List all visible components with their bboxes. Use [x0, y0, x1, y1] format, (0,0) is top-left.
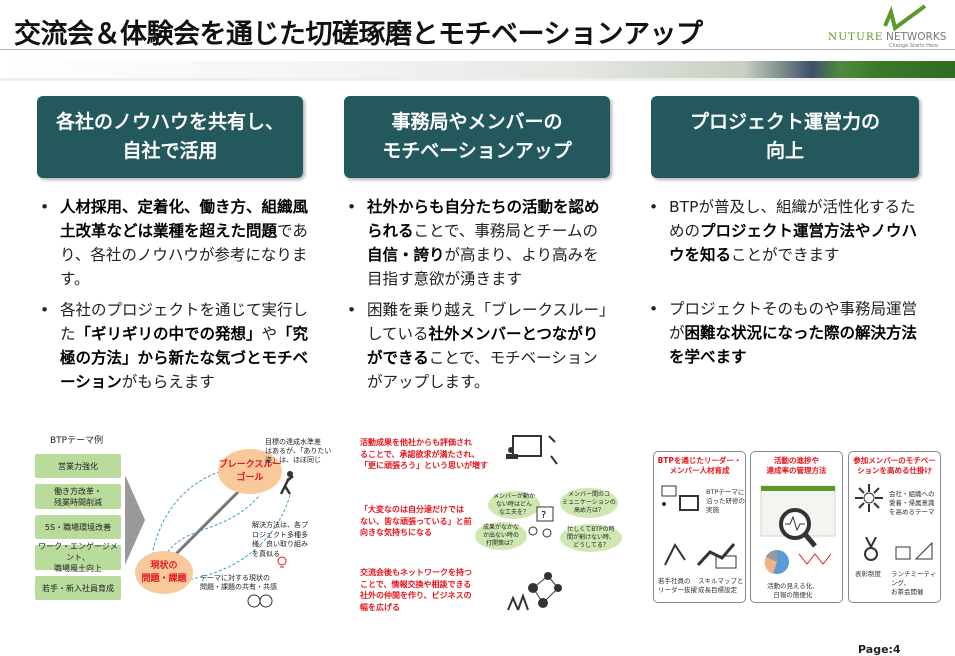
logo-name-right: NETWORKS [886, 31, 947, 43]
bullet-text: BTPが普及し、組織が活性化するための [669, 198, 916, 240]
theme-item: 営業力強化 [35, 454, 121, 478]
lunch-cake-icon [895, 541, 933, 560]
logo-tagline: Change Starts Here [889, 43, 938, 49]
analysis-magnifier-icon [760, 485, 836, 574]
panel-title: BTPを通じたリーダー・ メンバー人材育成 [657, 456, 742, 475]
bullet-emphasis: 人材採用、定着化、働き方、組織風土改革などは業種を超えた問題 [60, 198, 309, 240]
leader-skillmap-icon [664, 543, 737, 569]
bullet-list: 人材採用、定着化、働き方、組織風土改革などは業種を超えた問題であり、各社のノウハ… [38, 195, 310, 394]
panel-item: 会社・組織への 愛着・帰属意識 を高めるテーマ [889, 490, 935, 516]
motivation-point: 「大変なのは自分達だけでは ない、皆な頑張っている」と前 向きな気持ちになる [360, 505, 472, 537]
bullet-emphasis: から新たな気づとモチベーション [60, 349, 309, 391]
bullet-item: BTPが普及し、組織が活性化するためのプロジェクト運営方法やノウハウを知ることが… [647, 195, 927, 267]
medal-icon [864, 537, 878, 561]
theme-item: 働き方改革・ 残業時間削減 [35, 484, 121, 509]
bullet-item: プロジェクトそのものや事務局運営が困難な状況になった際の解決方法を学べます [647, 297, 927, 369]
question-cloud: 成果がなかな か出ない時の 打開策は？ [475, 522, 527, 550]
bullet-text: や [261, 325, 278, 343]
column-project-management: BTPが普及し、組織が活性化するためのプロジェクト運営方法やノウハウを知ることが… [647, 195, 927, 376]
bullet-text: 困難を乗り越え「ブレークスルー」している [367, 301, 607, 343]
lightbulb-icon [277, 556, 287, 568]
panel-item: 活動の見える化、 日報の簡便化 [767, 582, 819, 599]
presentation-applause-icon [506, 435, 558, 465]
share-note: テーマに対する現状の 問題・課題の共有・共感 [200, 574, 277, 591]
header-band-shadow [0, 78, 955, 81]
panel-item: スキルマップと 成長目標設定 [698, 577, 744, 594]
bullet-emphasis: 「ギリギリの中での発想」 [75, 325, 262, 343]
heading-motivation: 事務局やメンバーの モチベーションアップ [344, 96, 610, 178]
people-question-icon: ? [528, 506, 554, 538]
title-divider [0, 49, 955, 50]
network-people-icon [507, 572, 562, 611]
motivation-point: 活動成果を他社からも評価され ることで、承認欲求が満たされ、 「更に頑張ろう」と… [360, 438, 488, 470]
bullet-text: が高まり、より高みを目指す意欲が湧きます [367, 246, 599, 288]
panel-item: BTPテーマに 沿った研修の 実施 [706, 488, 745, 514]
company-logo: NUTURE NETWORKS Change Starts Here [826, 4, 951, 49]
checkmark-logo-icon [883, 4, 927, 32]
heading-knowhow: 各社のノウハウを共有し、 自社で活用 [37, 96, 303, 178]
theme-item: ワーク・エンゲージメント、 職場風土向上 [35, 542, 121, 573]
bullet-emphasis: 社外メンバーとつながりができる [367, 325, 599, 367]
panel-title: 参加メンバーのモチベー ションを高める仕掛け [853, 456, 936, 475]
bullet-text: ことができます [731, 246, 840, 264]
goal-note: 目標の達成水準差 はあるが、「ありたい 姿」は、ほぼ同じ [265, 438, 332, 464]
panel-progress-management: 活動の進捗や 達成率の管理方法 活動の見える化、 日報の簡便化 [750, 451, 843, 603]
current-issue-ellipse: 現状の 問題・課題 [135, 551, 193, 594]
question-cloud: メンバー間のコ ミュニケーションの 高め方は？ [560, 488, 618, 518]
bullet-text: ことで、モチベーションがアップします。 [367, 349, 598, 391]
question-cloud: 忙しくてBTPの時 間が割けない時、 どうしてる？ [560, 524, 622, 552]
panel-motivation-mechanisms: 参加メンバーのモチベー ションを高める仕掛け 会社・組織への 愛着・帰属意識 を… [848, 451, 941, 603]
bullet-text: プロジェクトそのものや事務局運営が [669, 300, 918, 342]
bullet-list: BTPが普及し、組織が活性化するためのプロジェクト運営方法やノウハウを知ることが… [647, 195, 927, 369]
bullet-item: 各社のプロジェクトを通じて実行した「ギリギリの中での発想」や「究極の方法」から新… [38, 298, 310, 394]
column-knowhow: 人材採用、定着化、働き方、組織風土改革などは業種を超えた問題であり、各社のノウハ… [38, 195, 310, 401]
bullet-text: がもらえます [121, 373, 215, 391]
bullet-emphasis: プロジェクト運営方法やノウハウを知る [669, 222, 918, 264]
training-icon [661, 485, 699, 511]
bullet-emphasis: 自信・誇り [367, 246, 445, 264]
heading-project-management: プロジェクト運営力の 向上 [651, 96, 919, 178]
panel-item: 表彰制度 [855, 570, 881, 578]
faces-empathy-icon [247, 594, 273, 608]
bullet-text: であり、各社のノウハウが参考になります。 [60, 222, 308, 288]
svg-text:?: ? [541, 510, 546, 521]
person-climbing-icon [279, 471, 294, 495]
btp-theme-label: BTPテーマ例 [50, 436, 104, 446]
question-cloud: メンバーが動か ない時はどん な工夫を？ [488, 491, 540, 519]
team-hands-icon [855, 484, 883, 512]
panel-item: ランチミーティング、 お茶会開催 [891, 570, 937, 596]
panel-talent-development: BTPを通じたリーダー・ メンバー人材育成 BTPテーマに 沿った研修の 実施 … [653, 451, 746, 603]
bullet-item: 困難を乗り越え「ブレークスルー」している社外メンバーとつながりができることで、モ… [345, 298, 610, 394]
bullet-emphasis: 「究極の方法」 [60, 325, 309, 367]
logo-name-left: NUTURE [828, 31, 884, 43]
theme-item: 若手・新入社員育成 [35, 576, 121, 600]
bullet-emphasis: 社外からも自分たちの活動を認められる [367, 198, 600, 240]
big-arrow-icon [125, 475, 145, 565]
bullet-text: ことで、事務局とチームの [413, 222, 598, 240]
goal-ellipse: ブレークスルー ゴール [218, 449, 282, 494]
bullet-list: 社外からも自分たちの活動を認められることで、事務局とチームの自信・誇りが高まり、… [345, 195, 610, 394]
column-motivation: 社外からも自分たちの活動を認められることで、事務局とチームの自信・誇りが高まり、… [345, 195, 610, 401]
motivation-point: 交流会後もネットワークを持つ ことで、情報交換や相談できる 社外の仲間を作り、ビ… [360, 568, 472, 612]
bullet-item: 社外からも自分たちの活動を認められることで、事務局とチームの自信・誇りが高まり、… [345, 195, 610, 291]
panel-title: 活動の進捗や 達成率の管理方法 [766, 456, 827, 475]
bullet-text: 各社のプロジェクトを通じて実行した [60, 301, 309, 343]
bullet-item: 人材採用、定着化、働き方、組織風土改革などは業種を超えた問題であり、各社のノウハ… [38, 195, 310, 291]
slide-title: 交流会＆体験会を通じた切磋琢磨とモチベーションアップ [14, 19, 703, 50]
theme-item: 5S・職場環境改善 [35, 515, 121, 539]
panel-item: 若手社員の リーダー抜擢 [658, 577, 697, 594]
solution-note: 解決方法は、各プ ロジェクト多種多 様。良い取り組み を真似る [252, 521, 308, 558]
page-number: Page:4 [858, 643, 901, 656]
header-band [0, 61, 955, 78]
bullet-emphasis: 困難な状況になった際の解決方法を学べます [669, 324, 918, 366]
